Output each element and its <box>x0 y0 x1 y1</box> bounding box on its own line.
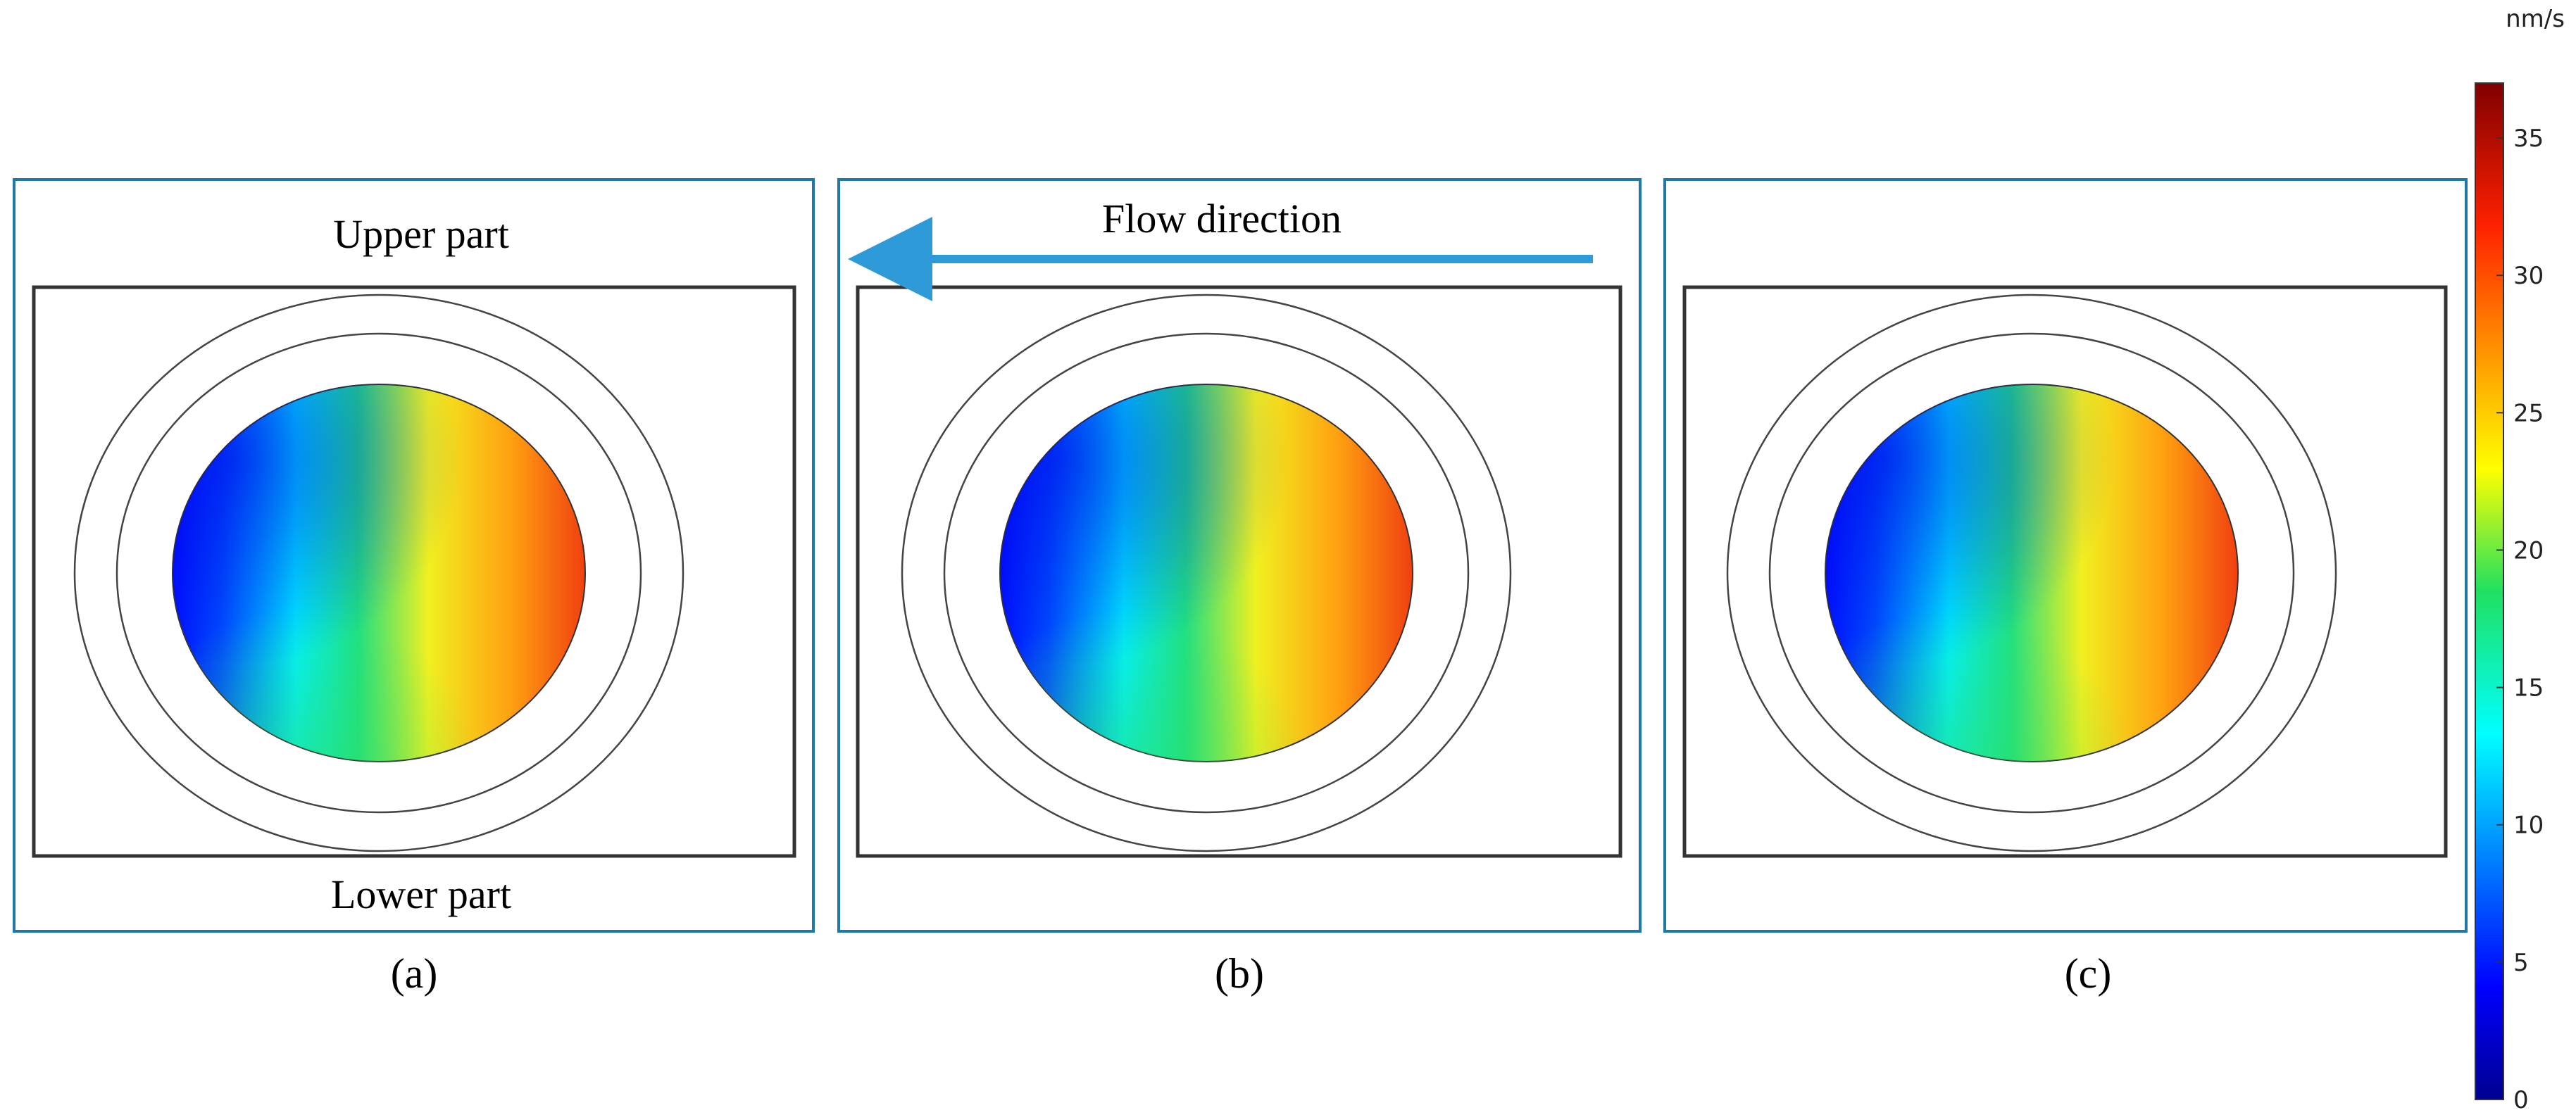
colorbar-tick-label: 25 <box>2513 399 2544 427</box>
outer-ring <box>1726 294 2337 852</box>
velocity-field-shade-lower <box>1825 384 2238 762</box>
colorbar-tick-label: 15 <box>2513 674 2544 703</box>
panel-caption: (a) <box>391 950 438 997</box>
colorbar-tick-label: 35 <box>2513 125 2544 153</box>
panel-frame <box>13 178 815 933</box>
velocity-field-shade-lower <box>173 384 585 762</box>
colorbar: nm/s 0 5 10 15 20 25 30 35 <box>2475 5 2565 1114</box>
colorbar-tick-label: 20 <box>2513 536 2544 565</box>
panel-b: Flow direction (b) <box>837 178 1642 997</box>
domain-box <box>856 285 1622 858</box>
colorbar-tick-label: 10 <box>2513 812 2544 840</box>
middle-ring <box>1768 332 2295 814</box>
colorbar-tick-label: 30 <box>2513 262 2544 290</box>
panel-frame <box>837 178 1642 933</box>
colorbar-scale <box>2475 82 2504 1100</box>
middle-ring <box>115 332 642 814</box>
upper-part-label: Upper part <box>333 211 509 257</box>
velocity-field-shade-lower <box>1000 384 1413 762</box>
flow-direction-label: Flow direction <box>1102 196 1342 241</box>
panel-c: (c) <box>1663 178 2468 997</box>
outer-ring <box>901 294 1512 852</box>
panel-a: Upper part Lower part (a) <box>13 178 815 997</box>
panel-caption: (c) <box>2065 950 2112 997</box>
panel-caption: (b) <box>1215 950 1264 997</box>
domain-box <box>1682 285 2448 858</box>
lower-part-label: Lower part <box>331 871 511 917</box>
domain-box <box>32 285 796 858</box>
colorbar-unit: nm/s <box>2506 5 2565 33</box>
colorbar-tick-label: 0 <box>2513 1086 2529 1114</box>
panel-frame <box>1663 178 2468 933</box>
colorbar-ticks: 0 5 10 15 20 25 30 35 <box>2496 125 2544 1114</box>
colorbar-tick-label: 5 <box>2513 949 2529 977</box>
outer-ring <box>73 294 684 852</box>
middle-ring <box>943 332 1470 814</box>
